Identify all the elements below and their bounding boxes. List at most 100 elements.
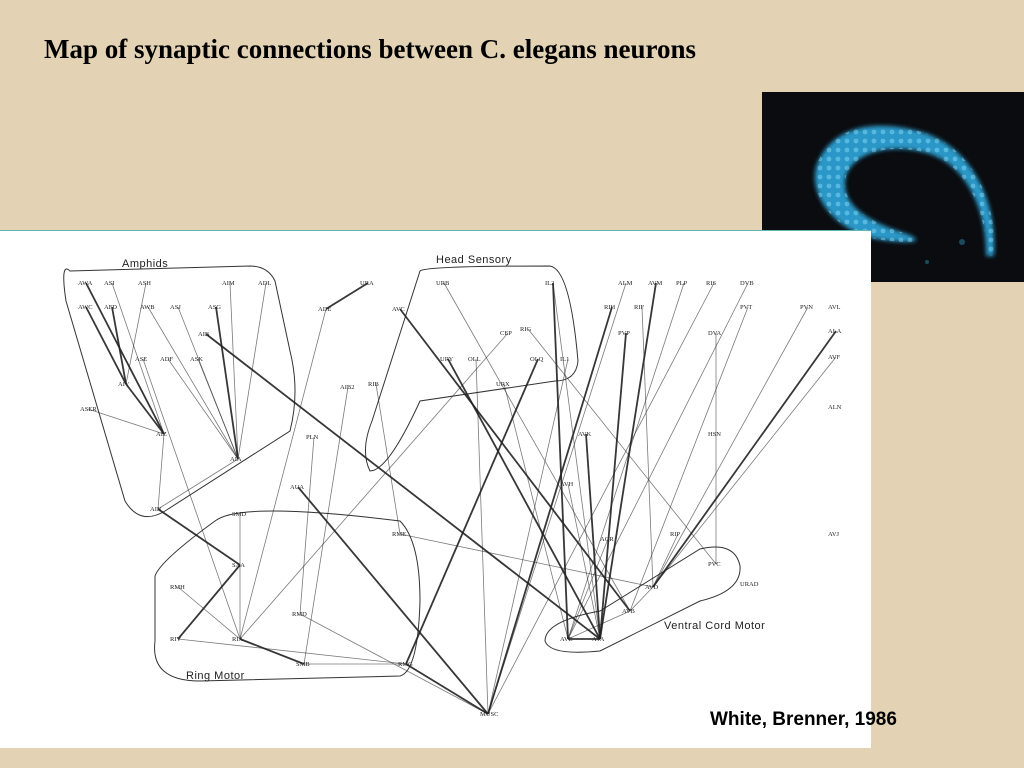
synapse-connection (299, 436, 315, 615)
synapse-connection (487, 358, 569, 715)
neuron-label-ase: ASE (135, 356, 147, 363)
neuron-label-musc: MUSC (480, 711, 498, 718)
slide-title: Map of synaptic connections between C. e… (44, 34, 697, 64)
synapse-connection (125, 282, 147, 385)
synapse-connection (239, 308, 327, 640)
neuron-label-aiz: AIZ (156, 431, 167, 438)
synapse-connection (205, 333, 601, 640)
synapse-connection (567, 483, 601, 640)
neuron-label-aser: ASER (80, 406, 97, 413)
neuron-label-pln: PLN (306, 434, 319, 441)
synapse-connection (177, 564, 241, 640)
synapse-connection (652, 330, 837, 588)
synapse-connection (629, 306, 749, 612)
neuron-label-aib2: AIB2 (340, 384, 354, 391)
neuron-label-rib: RIB (368, 381, 380, 388)
synapse-connection (125, 383, 165, 435)
citation: White, Brenner, 1986 (710, 709, 897, 730)
neuron-label-olq: OLQ (530, 356, 544, 363)
group-label-ring-motor: Ring Motor (186, 670, 245, 682)
neuron-label-aiy: AIY (118, 381, 130, 388)
neuron-label-aua: AUA (290, 484, 304, 491)
neuron-label-il2: IL2 (545, 280, 554, 287)
neuron-label-ria: RIA (232, 636, 244, 643)
neuron-label-avd: AVD (645, 584, 659, 591)
synapse-connection (85, 306, 127, 385)
synapse-connection (399, 308, 631, 612)
neuron-label-ave: AVE (560, 636, 573, 643)
neuron-label-ash: ASH (138, 280, 151, 287)
neuron-label-avh: AVH (560, 481, 574, 488)
synapse-connection (567, 538, 609, 640)
neuron-label-pvp: PVP (618, 330, 630, 337)
neuron-label-adf: ADF (160, 356, 173, 363)
group-label-ventral-cord: Ventral Cord Motor (664, 620, 765, 632)
synapse-connection (405, 358, 539, 665)
neuron-label-ava: AVA (592, 636, 605, 643)
synapse-connection (85, 282, 165, 435)
neuron-label-awb: AWB (140, 304, 155, 311)
neuron-label-pvc: PVC (708, 561, 721, 568)
synapse-connection (641, 306, 654, 588)
synapse-connection (157, 433, 165, 510)
neuron-label-plp: PLP (676, 280, 688, 287)
neuron-label-rme: RME (392, 531, 406, 538)
synapse-connection (552, 282, 569, 640)
neuron-label-avc: AVC (392, 306, 405, 313)
neuron-label-aim: AIM (222, 280, 235, 287)
neuron-label-avj: AVJ (828, 531, 840, 538)
neuron-label-riv: RIV (170, 636, 182, 643)
synapse-connection (652, 533, 679, 588)
neuron-label-avl: AVL (828, 304, 841, 311)
neuron-label-awa: AWA (78, 280, 93, 287)
neuron-label-aqr: AQR (600, 536, 614, 543)
synapse-connection (197, 358, 239, 460)
neuron-label-ura: URA (360, 280, 374, 287)
synapse-connection (527, 328, 717, 565)
neuron-label-asj: ASJ (170, 304, 181, 311)
synapse-connection (399, 533, 654, 588)
neuron-label-adl: ADL (258, 280, 271, 287)
synapse-connection (585, 433, 601, 640)
synapse-connection (567, 610, 631, 640)
synapse-connection (375, 383, 401, 535)
synapse-connection (237, 282, 267, 460)
synapse-connection (405, 663, 489, 715)
group-outline-head-sensory (365, 265, 579, 472)
neuron-label-rih: RIH (604, 304, 616, 311)
neuron-label-awc: AWC (78, 304, 93, 311)
synapse-connection (157, 458, 239, 510)
synapse-connection (111, 306, 127, 385)
neuron-label-aln: ALN (828, 404, 842, 411)
neuron-label-dvb: DVB (740, 280, 754, 287)
neuron-label-asg: ASG (208, 304, 221, 311)
neuron-label-rif: RIF (634, 304, 645, 311)
neuron-label-ask: ASK (190, 356, 203, 363)
synapse-connection (297, 486, 489, 715)
group-outline-ventral-cord (544, 546, 741, 653)
neuron-label-il1: IL1 (560, 356, 569, 363)
neuron-label-smd: SMD (232, 511, 246, 518)
neuron-label-urad: URAD (740, 581, 759, 588)
group-outline-amphids (63, 265, 296, 518)
synapse-connection (229, 282, 239, 460)
neuron-label-alm: ALM (618, 280, 633, 287)
synapse-connection (325, 282, 369, 310)
synapse-connection (239, 332, 509, 640)
neuron-label-avm: AVM (648, 280, 663, 287)
neuron-label-pvn: PVN (800, 304, 813, 311)
synapse-connection (111, 282, 165, 435)
neuron-label-cep: CEP (500, 330, 512, 337)
synapse-connection (629, 586, 654, 612)
neuron-label-ade: ADE (318, 306, 331, 313)
neuron-label-avk: AVK (578, 431, 592, 438)
synapse-connection (239, 638, 305, 665)
synapse-connection (599, 332, 627, 640)
neuron-label-ris: RIS (706, 280, 717, 287)
synapse-connection (87, 408, 165, 435)
neuron-label-oll: OLL (468, 356, 481, 363)
neuron-label-aib: AIB (198, 331, 210, 338)
neuron-label-ury: URY (440, 356, 454, 363)
